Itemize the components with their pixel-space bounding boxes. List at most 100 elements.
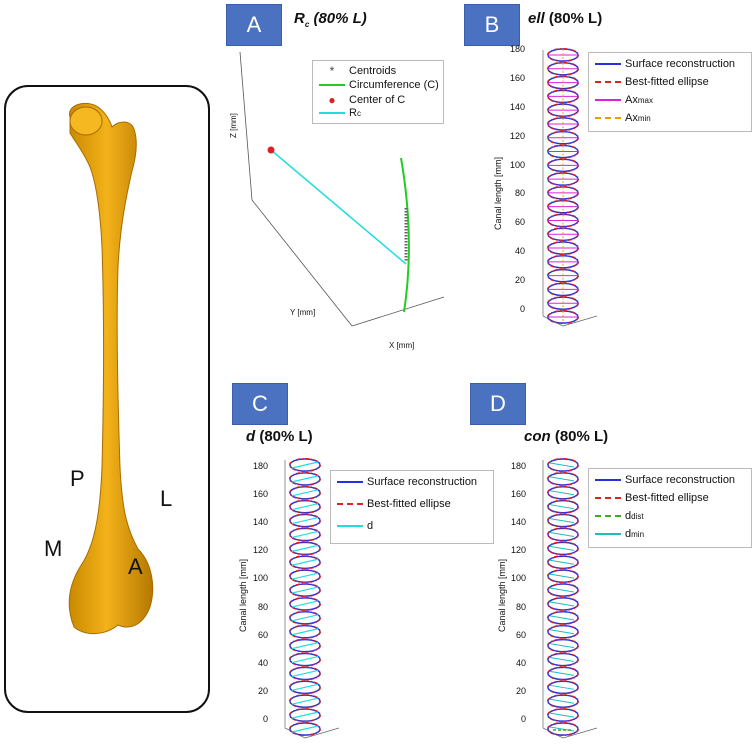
y-tick-label: 100 [510, 573, 526, 584]
fitted-ellipse-ring [546, 583, 580, 598]
d-line [291, 683, 319, 691]
legend-swatch [595, 497, 621, 499]
y-tick-label: 80 [515, 601, 526, 612]
canal-section [546, 61, 580, 76]
fitted-ellipse-ring [546, 241, 580, 256]
canal-section [546, 254, 580, 269]
canal-section [546, 47, 580, 63]
fitted-ellipse-ring [546, 527, 580, 542]
d-line [291, 600, 319, 608]
fitted-ellipse-ring [288, 485, 322, 500]
fitted-ellipse-ring [288, 596, 322, 611]
axis-line [562, 315, 598, 327]
legend-swatch [595, 63, 621, 65]
axis-line [562, 727, 598, 739]
panel-b-title-main: ell [528, 10, 545, 27]
fitted-ellipse-ring [546, 61, 580, 76]
fitted-ellipse-ring [546, 471, 580, 486]
canal-section [546, 680, 580, 695]
legend-label-sub: min [631, 529, 645, 539]
d-line [291, 489, 319, 497]
legend-label: Surface reconstruction [625, 474, 736, 486]
fitted-ellipse-ring [288, 624, 322, 639]
fitted-ellipse-ring [288, 652, 322, 667]
d-min-line [549, 462, 575, 468]
d-line [291, 614, 319, 622]
canal-section [546, 268, 580, 283]
fitted-ellipse-ring [546, 666, 580, 681]
legend-label-sub: max [637, 95, 653, 105]
canal-section [288, 680, 322, 695]
y-tick-label: 100 [252, 573, 268, 584]
fitted-ellipse-ring [546, 103, 580, 118]
fitted-ellipse-ring [546, 624, 580, 639]
canal-section [546, 624, 580, 639]
y-tick-label: 140 [509, 101, 525, 112]
fitted-ellipse-ring [546, 610, 580, 625]
legend-label: Circumference (C) [349, 79, 439, 91]
canal-section [288, 471, 322, 486]
fitted-ellipse-ring [546, 680, 580, 695]
canal-section [546, 569, 580, 584]
fitted-ellipse-ring [288, 555, 322, 570]
legend-label: Surface reconstruction [367, 476, 478, 488]
fitted-ellipse-ring [546, 541, 580, 556]
fitted-ellipse-ring [288, 583, 322, 598]
panel-b-title: ell (80% L) [528, 10, 602, 27]
d-min-line [549, 643, 575, 649]
fitted-ellipse-ring [546, 596, 580, 611]
fitted-ellipse-ring [546, 213, 580, 228]
legend-label: Best-fitted ellipse [625, 76, 709, 88]
y-tick-label: 160 [510, 489, 526, 500]
canal-section [546, 199, 580, 214]
fitted-ellipse-ring [546, 499, 580, 514]
y-tick-label: 180 [510, 461, 526, 471]
orientation-label-m: M [44, 536, 63, 561]
canal-section [546, 694, 580, 709]
legend-label: Center of C [349, 94, 406, 106]
legend-swatch [337, 525, 363, 527]
panel-a-center-point [267, 146, 275, 154]
d-line [291, 572, 319, 580]
d-line [291, 461, 319, 469]
y-tick-label: 120 [510, 545, 526, 556]
fitted-ellipse-ring [546, 282, 580, 297]
panel-a-axis-x [351, 296, 445, 327]
canal-section [288, 527, 322, 542]
y-tick-label: 20 [515, 685, 526, 696]
d-min-line [549, 504, 575, 510]
d-line [291, 558, 319, 566]
legend-swatch [319, 112, 345, 114]
legend-item: Surface reconstruction [589, 58, 735, 70]
fitted-ellipse-ring [546, 721, 580, 737]
d-line [291, 697, 319, 705]
legend-label: d [625, 510, 632, 522]
legend-item: Best-fitted ellipse [589, 492, 709, 504]
y-tick-label: 160 [252, 489, 268, 500]
panel-a-legend: * Centroids Circumference (C) ● Center o… [312, 60, 444, 124]
d-line [291, 475, 319, 483]
panel-a-x-label: X [mm] [389, 341, 415, 350]
fitted-ellipse-ring [546, 185, 580, 200]
canal-section [288, 513, 322, 528]
d-min-line [549, 698, 575, 704]
canal-section [546, 652, 580, 667]
d-line [291, 503, 319, 511]
legend-label: Centroids [349, 65, 397, 77]
panel-badge-a: A [226, 4, 282, 46]
legend-swatch [595, 479, 621, 481]
d-min-line [549, 615, 575, 621]
legend-label: R [349, 107, 357, 119]
canal-section [546, 130, 580, 145]
panel-a-axis-z [239, 51, 253, 201]
legend-swatch [337, 481, 363, 483]
canal-section [288, 485, 322, 500]
fitted-ellipse-ring [546, 130, 580, 145]
y-tick-label: 180 [252, 461, 268, 471]
fitted-ellipse-ring [546, 513, 580, 528]
panel-c-title: d (80% L) [246, 428, 313, 445]
axis-line [304, 727, 340, 739]
